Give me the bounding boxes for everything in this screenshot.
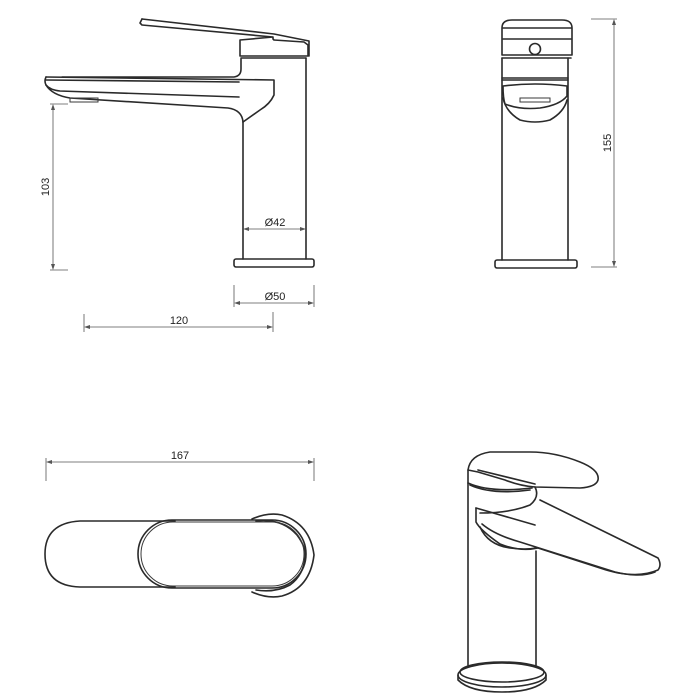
side-body (61, 58, 242, 78)
dim-base-diameter: Ø50 (233, 285, 315, 307)
top-view: 167 (44, 450, 315, 598)
svg-text:167: 167 (171, 450, 189, 462)
front-view: 155 (494, 18, 617, 269)
side-base (233, 258, 315, 268)
front-aerator (519, 97, 551, 103)
svg-text:103: 103 (40, 178, 52, 196)
svg-text:120: 120 (170, 315, 188, 327)
dim-body-diameter: Ø42 (243, 217, 306, 231)
front-body (501, 57, 569, 261)
top-lever (137, 519, 307, 589)
front-lever (501, 19, 573, 56)
svg-text:Ø42: Ø42 (265, 217, 286, 229)
side-spout (45, 76, 275, 123)
side-aerator (69, 97, 99, 103)
iso-view (457, 451, 661, 693)
iso-body (467, 469, 537, 666)
front-base (494, 259, 578, 269)
dim-overall-length: 167 (45, 450, 315, 481)
dim-spout-height: 103 (40, 103, 68, 271)
dim-spout-reach: 120 (83, 312, 274, 332)
iso-base (459, 661, 545, 683)
svg-text:Ø50: Ø50 (265, 291, 286, 303)
front-indicator (528, 42, 542, 56)
top-base-ring (251, 513, 315, 598)
iso-lever (467, 451, 599, 489)
side-view: 103 Ø42 Ø50 120 (40, 18, 315, 332)
top-spout (44, 520, 176, 588)
svg-text:155: 155 (602, 134, 614, 152)
front-spout (502, 83, 568, 110)
dim-overall-height: 155 (591, 18, 617, 268)
side-lever (139, 18, 309, 57)
